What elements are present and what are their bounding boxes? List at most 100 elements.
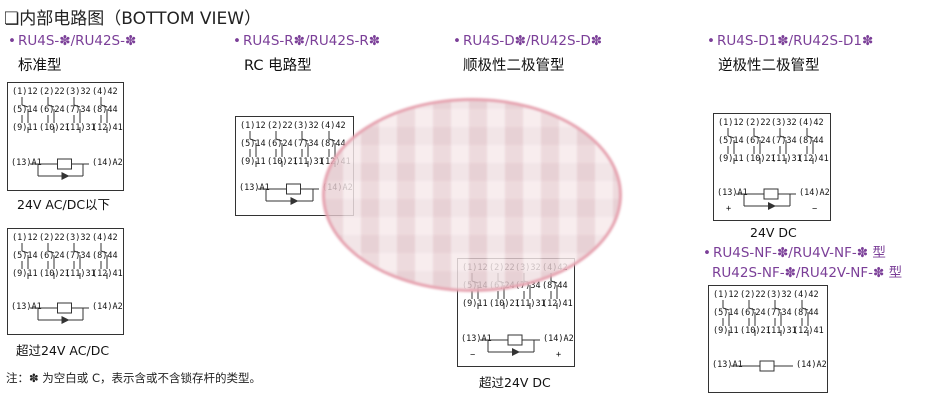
coil	[286, 183, 301, 195]
wire	[73, 250, 81, 254]
type-label-diode: 顺极性二极管型	[463, 58, 565, 74]
pin-label: (8)44	[320, 139, 346, 149]
circuit-lines	[249, 131, 336, 205]
wire	[21, 104, 29, 108]
pin-label: (2)22	[39, 233, 65, 243]
model-label-rc: •RU4S-R✽/RU42S-R✽	[233, 33, 381, 49]
wire	[722, 307, 730, 311]
pin-label-a2: (14)A2	[92, 158, 123, 168]
model-label-diode: •RU4S-D✽/RU42S-D✽	[453, 33, 603, 49]
pin-label: (7)34	[65, 251, 91, 261]
wire	[249, 138, 257, 142]
wire	[301, 138, 309, 142]
coil	[759, 360, 775, 372]
coil	[507, 334, 523, 346]
wire	[774, 307, 782, 311]
pin-label: (4)42	[320, 121, 346, 131]
pin-label: (8)44	[798, 136, 824, 146]
pin-label: (4)42	[793, 290, 819, 300]
wire	[753, 135, 761, 139]
pin-label: (5)14	[12, 251, 38, 261]
wire	[100, 250, 108, 254]
pin-label: (2)22	[745, 118, 771, 128]
wire	[275, 138, 283, 142]
pin-label: (7)34	[293, 139, 319, 149]
pin-label: (8)44	[92, 251, 118, 261]
caption-standard-low: 24V AC/DC以下	[17, 197, 111, 212]
pin-label: (5)14	[718, 136, 744, 146]
circuit-diagram-reverse-diode: (1)12(2)22(3)32(4)42(5)14(6)24(7)34(8)44…	[713, 113, 831, 221]
circuit-lines	[21, 243, 108, 324]
pin-label: (9)11	[12, 269, 38, 279]
pin-label: (4)42	[92, 87, 118, 97]
pin-label: (5)14	[12, 105, 38, 115]
model-label-nf-line1: •RU4S-NF-✽/RU4V-NF-✽ 型	[703, 245, 886, 261]
coil	[763, 188, 779, 200]
pin-label: (6)24	[740, 308, 766, 318]
wire	[748, 307, 756, 311]
diode-symbol	[290, 197, 299, 205]
pin-label: (1)12	[240, 121, 266, 131]
wire	[779, 135, 787, 139]
pin-label: (3)32	[293, 121, 319, 131]
pin-label-a1: (13)A1	[712, 360, 743, 370]
pin-label: (1)12	[12, 233, 38, 243]
pin-label: (7)34	[515, 281, 541, 291]
pin-label: (1)12	[713, 290, 739, 300]
type-label-rc: RC 电路型	[244, 58, 312, 74]
pin-label: (1)12	[12, 87, 38, 97]
wire	[47, 250, 55, 254]
pin-label-a2: (14)A2	[543, 334, 574, 344]
pin-label: (9)11	[713, 326, 739, 336]
model-label-standard: •RU4S-✽/RU42S-✽	[8, 33, 137, 49]
coil	[57, 158, 72, 170]
pin-label: (5)14	[713, 308, 739, 318]
pin-label-a2: (14)A2	[796, 360, 827, 370]
pin-label: (6)24	[39, 251, 65, 261]
pin-label: (4)42	[798, 118, 824, 128]
circuit-diagram-standard-high: (1)12(2)22(3)32(4)42(5)14(6)24(7)34(8)44…	[7, 228, 124, 335]
polarity-right: +	[556, 350, 562, 360]
pin-label-a2: (14)A2	[799, 188, 830, 198]
pin-label-a1: (13)A1	[11, 158, 42, 168]
polarity-left: +	[726, 204, 732, 214]
pin-label: (7)34	[65, 105, 91, 115]
pin-label: (8)44	[542, 281, 568, 291]
footnote: 注：✽ 为空白或 C，表示含或不含锁存杆的类型。	[6, 371, 261, 385]
pin-label-a2: (14)A2	[92, 302, 123, 312]
circuit-diagram-nf: (1)12(2)22(3)32(4)42(5)14(6)24(7)34(8)44…	[708, 285, 828, 393]
wire	[21, 250, 29, 254]
pin-label: (5)14	[240, 139, 266, 149]
bullet: •	[8, 33, 16, 49]
wire	[727, 135, 735, 139]
pin-label: (3)32	[65, 87, 91, 97]
pin-label: (8)44	[92, 105, 118, 115]
polarity-left: −	[470, 350, 476, 360]
wire	[73, 104, 81, 108]
pin-label: (1)12	[718, 118, 744, 128]
wire	[328, 138, 336, 142]
wire	[806, 135, 814, 139]
wire	[550, 280, 558, 284]
model-label-reverse-diode: •RU4S-D1✽/RU42S-D1✽	[707, 33, 874, 49]
circuit-lines	[722, 300, 809, 372]
circuit-diagram-standard-low: (1)12(2)22(3)32(4)42 (5)14(6)24(7)34(8)44…	[7, 82, 124, 191]
caption-standard-high: 超过24V AC/DC	[16, 343, 110, 358]
diode-symbol	[61, 172, 70, 180]
pin-label: (6)24	[745, 136, 771, 146]
polarity-right: −	[812, 204, 818, 214]
pin-label: (2)22	[39, 87, 65, 97]
pin-label: (9)11	[240, 157, 266, 167]
pin-label: (6)24	[39, 105, 65, 115]
type-label-reverse-diode: 逆极性二极管型	[718, 58, 820, 74]
wire	[801, 307, 809, 311]
diode-symbol	[61, 316, 70, 324]
pin-label: (2)22	[740, 290, 766, 300]
pin-label: (9)11	[718, 154, 744, 164]
redacted-overlay	[322, 98, 622, 292]
pin-label: (3)32	[766, 290, 792, 300]
circuit-lines	[727, 128, 814, 210]
wire	[47, 104, 55, 108]
pin-label: (8)44	[793, 308, 819, 318]
pin-label: (9)11	[462, 299, 488, 309]
